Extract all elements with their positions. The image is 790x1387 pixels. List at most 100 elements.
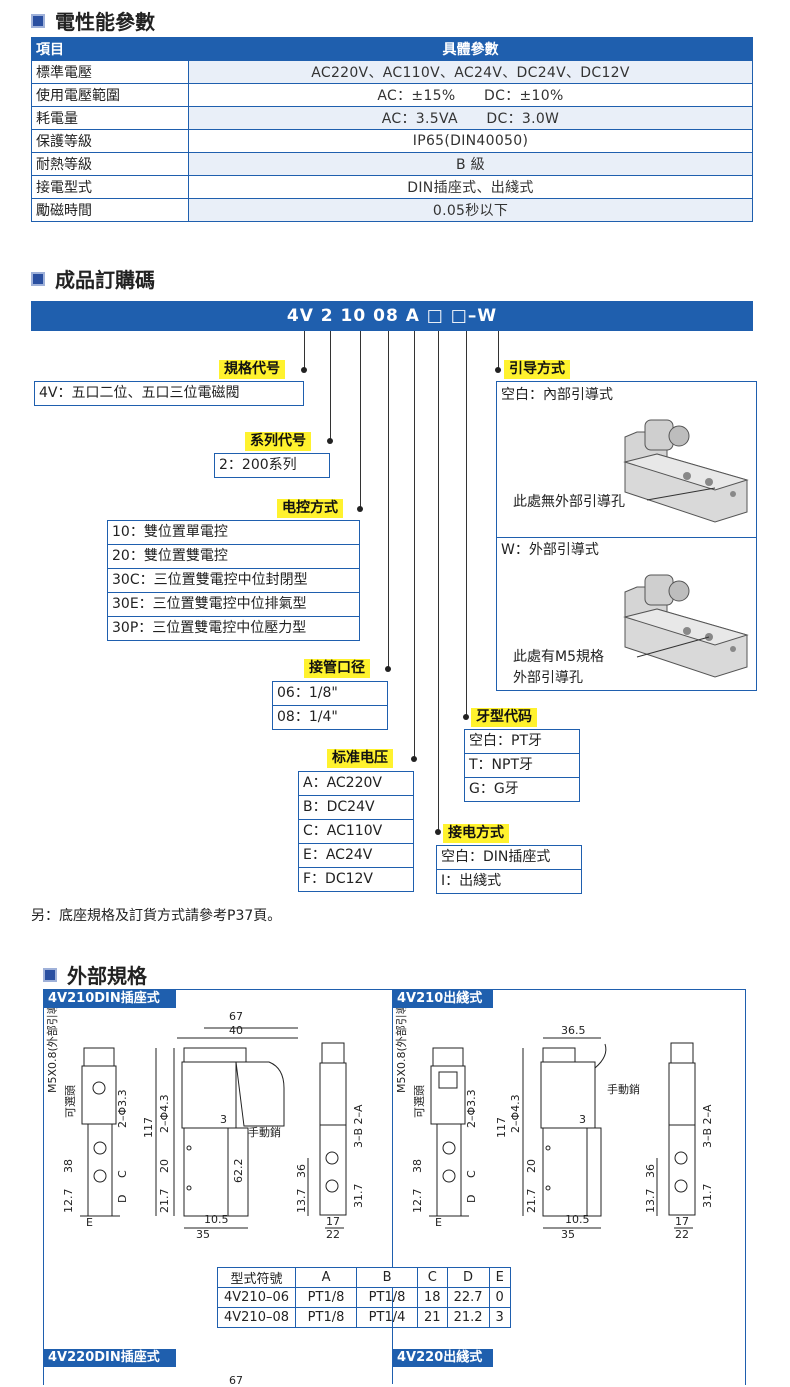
option-row: 08：1/4" [277,709,338,725]
label-67: 67 [229,1010,243,1023]
spec-header-value: 具體參數 [188,37,753,61]
label-17: 17 [326,1215,340,1228]
connector-dot [301,367,307,373]
spec-value: AC：±15% DC：±10% [188,83,753,107]
label-plug: 可選頭 [413,1085,426,1118]
option-row: G：G牙 [469,781,519,797]
dim-cell: PT1/8 [295,1307,358,1328]
option-row: C：AC110V [299,820,413,844]
thread-box: 空白：PT牙 T：NPT牙 G：G牙 [464,729,580,802]
label-pilot-port: M5X0.8(外部引導氣孔) [394,1008,408,1093]
label-36: 36 [644,1164,657,1178]
spec-item: 使用電壓範圍 [31,83,189,107]
label-plug: 可選頭 [64,1085,77,1118]
tag-voltage: 标准电压 [327,749,393,768]
dim-cell: PT1/4 [356,1307,419,1328]
label-E: E [86,1216,93,1229]
label-hole-1: 2–Φ4.3 [509,1094,522,1133]
label-12-7: 12.7 [62,1189,75,1214]
section-square-icon [31,271,45,286]
spec-value: 0.05秒以下 [188,198,753,222]
connector-dot [495,367,501,373]
section-title-text: 成品訂購碼 [55,268,155,292]
spec-header-row: 項目 具體參數 [31,37,753,61]
label-D: D [116,1195,129,1203]
spec-item: 保護等級 [31,129,189,153]
connector-line [498,331,499,371]
dimension-frame [43,989,746,1385]
label-38: 38 [62,1159,75,1173]
dim-cell: PT1/8 [356,1287,419,1308]
option-row: 30E：三位置雙電控中位排氣型 [108,593,359,617]
label-pilot-port: M5X0.8(外部引導氣孔) [45,1008,59,1093]
series-code-box: 2：200系列 [214,453,330,478]
label-C: C [116,1170,129,1178]
label-hole-1: 2–Φ4.3 [158,1094,171,1133]
dimension-table: 型式符號 A B C D E 4V210–06 PT1/8 PT1/8 18 2… [216,1267,511,1328]
dim-cell: 22.7 [446,1287,490,1308]
option-row: A：AC220V [299,772,413,796]
label-62-2: 62.2 [232,1159,245,1184]
label-3: 3 [220,1113,227,1126]
label-35: 35 [196,1228,210,1241]
connector-line [466,331,467,717]
dim-cell: 18 [417,1287,448,1308]
valve-illustrations [623,419,749,678]
section-square-icon [43,967,57,982]
dim-cell: 21.2 [446,1307,490,1328]
section-title-ordering: 成品訂購碼 [31,264,155,293]
dim-cell: 0 [488,1287,511,1308]
label-17: 17 [675,1215,689,1228]
label-manual-pin: 手動銷 [607,1082,640,1096]
panel-title-4v220-din: 4V220DIN插座式 [44,1349,176,1367]
connector-line [388,331,389,669]
section-title-electrical: 電性能參數 [31,6,155,35]
control-mode-box: 10：雙位置單電控 20：雙位置雙電控 30C：三位置雙電控中位封閉型 30E：… [107,520,360,641]
drawing-4v210-din: M5X0.8(外部引導氣孔) 可選頭 2–Φ3.3 C D 38 12.7 E … [45,1008,365,1241]
option-row: 20：雙位置雙電控 [108,545,359,569]
section-title-text: 外部規格 [67,964,147,988]
option-row: F：DC12V [303,871,373,887]
label-35: 35 [561,1228,575,1241]
tag-connection: 接电方式 [443,824,509,843]
connector-line [330,331,331,441]
dim-cell: 4V210–06 [216,1287,297,1308]
dim-header: B [356,1267,419,1288]
pilot-external-label: W：外部引導式 [501,542,599,558]
label-67-next: 67 [229,1374,243,1387]
pilot-note-internal: 此處無外部引導孔 [513,494,625,510]
connector-dot [385,666,391,672]
label-22: 22 [675,1228,689,1241]
dim-header: A [295,1267,358,1288]
label-ports: 3–B 2–A [352,1104,365,1148]
dim-header: C [417,1267,448,1288]
pilot-internal-label: 空白：內部引導式 [501,387,613,403]
dim-cell: PT1/8 [295,1287,358,1308]
label-36: 36 [295,1164,308,1178]
label-C: C [465,1170,478,1178]
label-D: D [465,1195,478,1203]
connector-dot [357,506,363,512]
label-hole-2: 2–Φ3.3 [116,1089,129,1128]
pilot-note-external-2: 外部引導孔 [513,670,583,686]
section-title-text: 電性能參數 [55,10,155,34]
pilot-note-external-1: 此處有M5規格 [513,649,604,665]
connector-dot [327,438,333,444]
label-20: 20 [158,1159,171,1173]
label-ports: 3–B 2–A [701,1104,714,1148]
label-hole-2: 2–Φ3.3 [465,1089,478,1128]
pilot-box: 空白：內部引導式 W：外部引導式 此處無外部引導孔 此處有M5規格 外部引導孔 [496,381,757,691]
label-31-7: 31.7 [701,1184,714,1209]
tag-control-mode: 电控方式 [277,499,343,518]
connector-line [304,331,305,371]
spec-value: B 級 [188,152,753,176]
tag-port-size: 接管口径 [304,659,370,678]
spec-header-item: 項目 [31,37,189,61]
dim-header: E [488,1267,511,1288]
dim-header: D [446,1267,490,1288]
